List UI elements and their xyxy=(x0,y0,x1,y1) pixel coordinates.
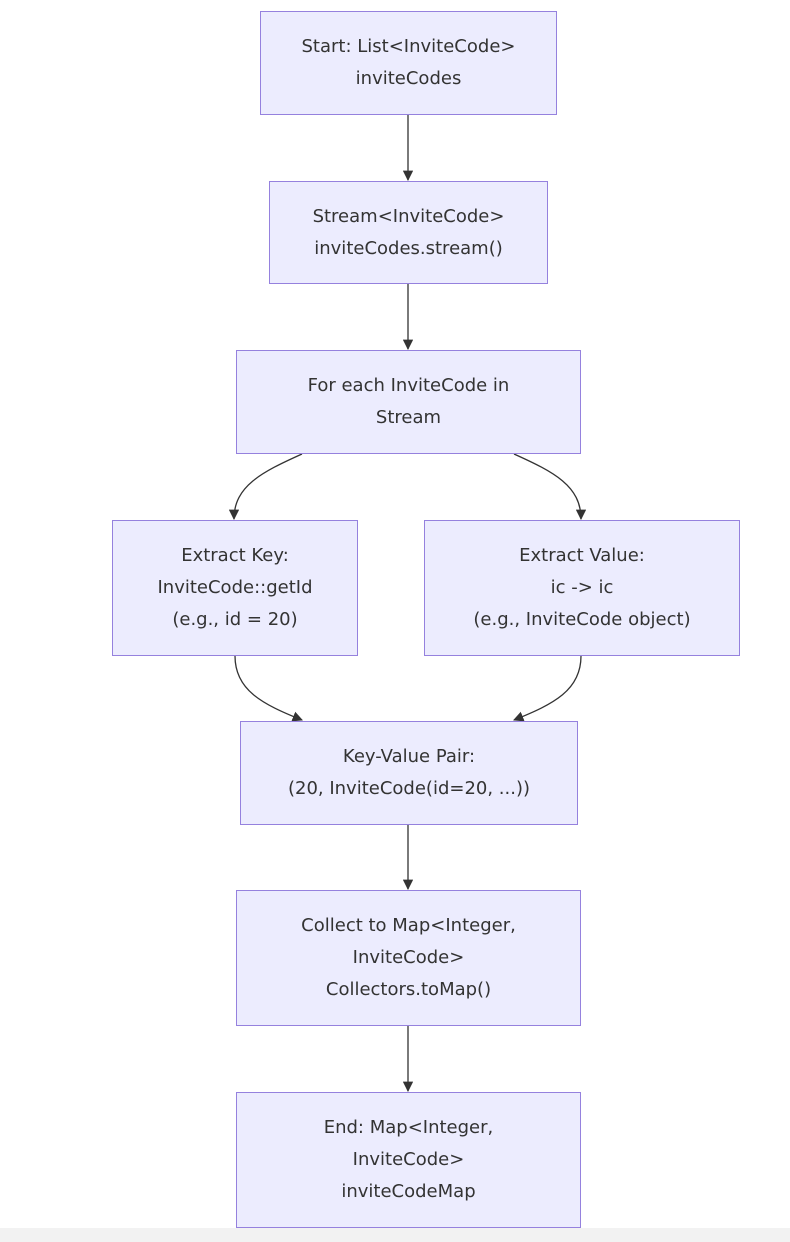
node-start: Start: List<InviteCode> inviteCodes xyxy=(260,11,557,115)
node-key-value-pair: Key-Value Pair: (20, InviteCode(id=20, .… xyxy=(240,721,578,825)
edge-foreach-to-key xyxy=(228,453,303,521)
node-end: End: Map<Integer, InviteCode> inviteCode… xyxy=(236,1092,581,1228)
node-stream-line-1: Stream<InviteCode> xyxy=(312,205,505,227)
edge-value-to-pair xyxy=(513,655,582,722)
node-stream-line-2: inviteCodes.stream() xyxy=(314,237,503,259)
node-for-each-line-1: For each InviteCode in xyxy=(307,375,510,396)
node-extract-value-line-1: Extract Value: xyxy=(519,545,645,566)
node-collect-to-map-line-1: Collect to Map<Integer, xyxy=(301,915,516,936)
node-collect-to-map: Collect to Map<Integer, InviteCode> Coll… xyxy=(236,890,581,1026)
node-end-line-2: InviteCode> xyxy=(352,1149,465,1170)
node-stream: Stream<InviteCode> inviteCodes.stream() xyxy=(269,181,548,284)
node-start-line-1: Start: List<InviteCode> xyxy=(301,36,516,57)
node-extract-key-line-3: (e.g., id = 20) xyxy=(172,609,298,630)
node-extract-value-line-2: ic -> ic xyxy=(550,577,614,598)
node-key-value-pair-line-1: Key-Value Pair: xyxy=(342,746,476,767)
node-extract-value: Extract Value: ic -> ic (e.g., InviteCod… xyxy=(424,520,740,656)
node-end-line-3: inviteCodeMap xyxy=(341,1181,476,1202)
edge-key-to-pair xyxy=(234,655,303,722)
node-for-each: For each InviteCode in Stream xyxy=(236,350,581,454)
node-for-each-line-2: Stream xyxy=(375,407,442,428)
node-extract-key-line-1: Extract Key: xyxy=(181,545,289,566)
node-collect-to-map-line-3: Collectors.toMap() xyxy=(325,979,492,1000)
node-key-value-pair-line-2: (20, InviteCode(id=20, ...)) xyxy=(287,778,531,799)
node-collect-to-map-line-2: InviteCode> xyxy=(352,947,465,968)
node-extract-key: Extract Key: InviteCode::getId (e.g., id… xyxy=(112,520,358,656)
node-start-line-2: inviteCodes xyxy=(355,68,462,89)
node-extract-value-line-3: (e.g., InviteCode object) xyxy=(473,609,691,630)
node-end-line-1: End: Map<Integer, xyxy=(323,1117,494,1138)
edge-foreach-to-value xyxy=(513,453,587,521)
bottom-band xyxy=(0,1228,790,1242)
node-extract-key-line-2: InviteCode::getId xyxy=(157,577,313,598)
